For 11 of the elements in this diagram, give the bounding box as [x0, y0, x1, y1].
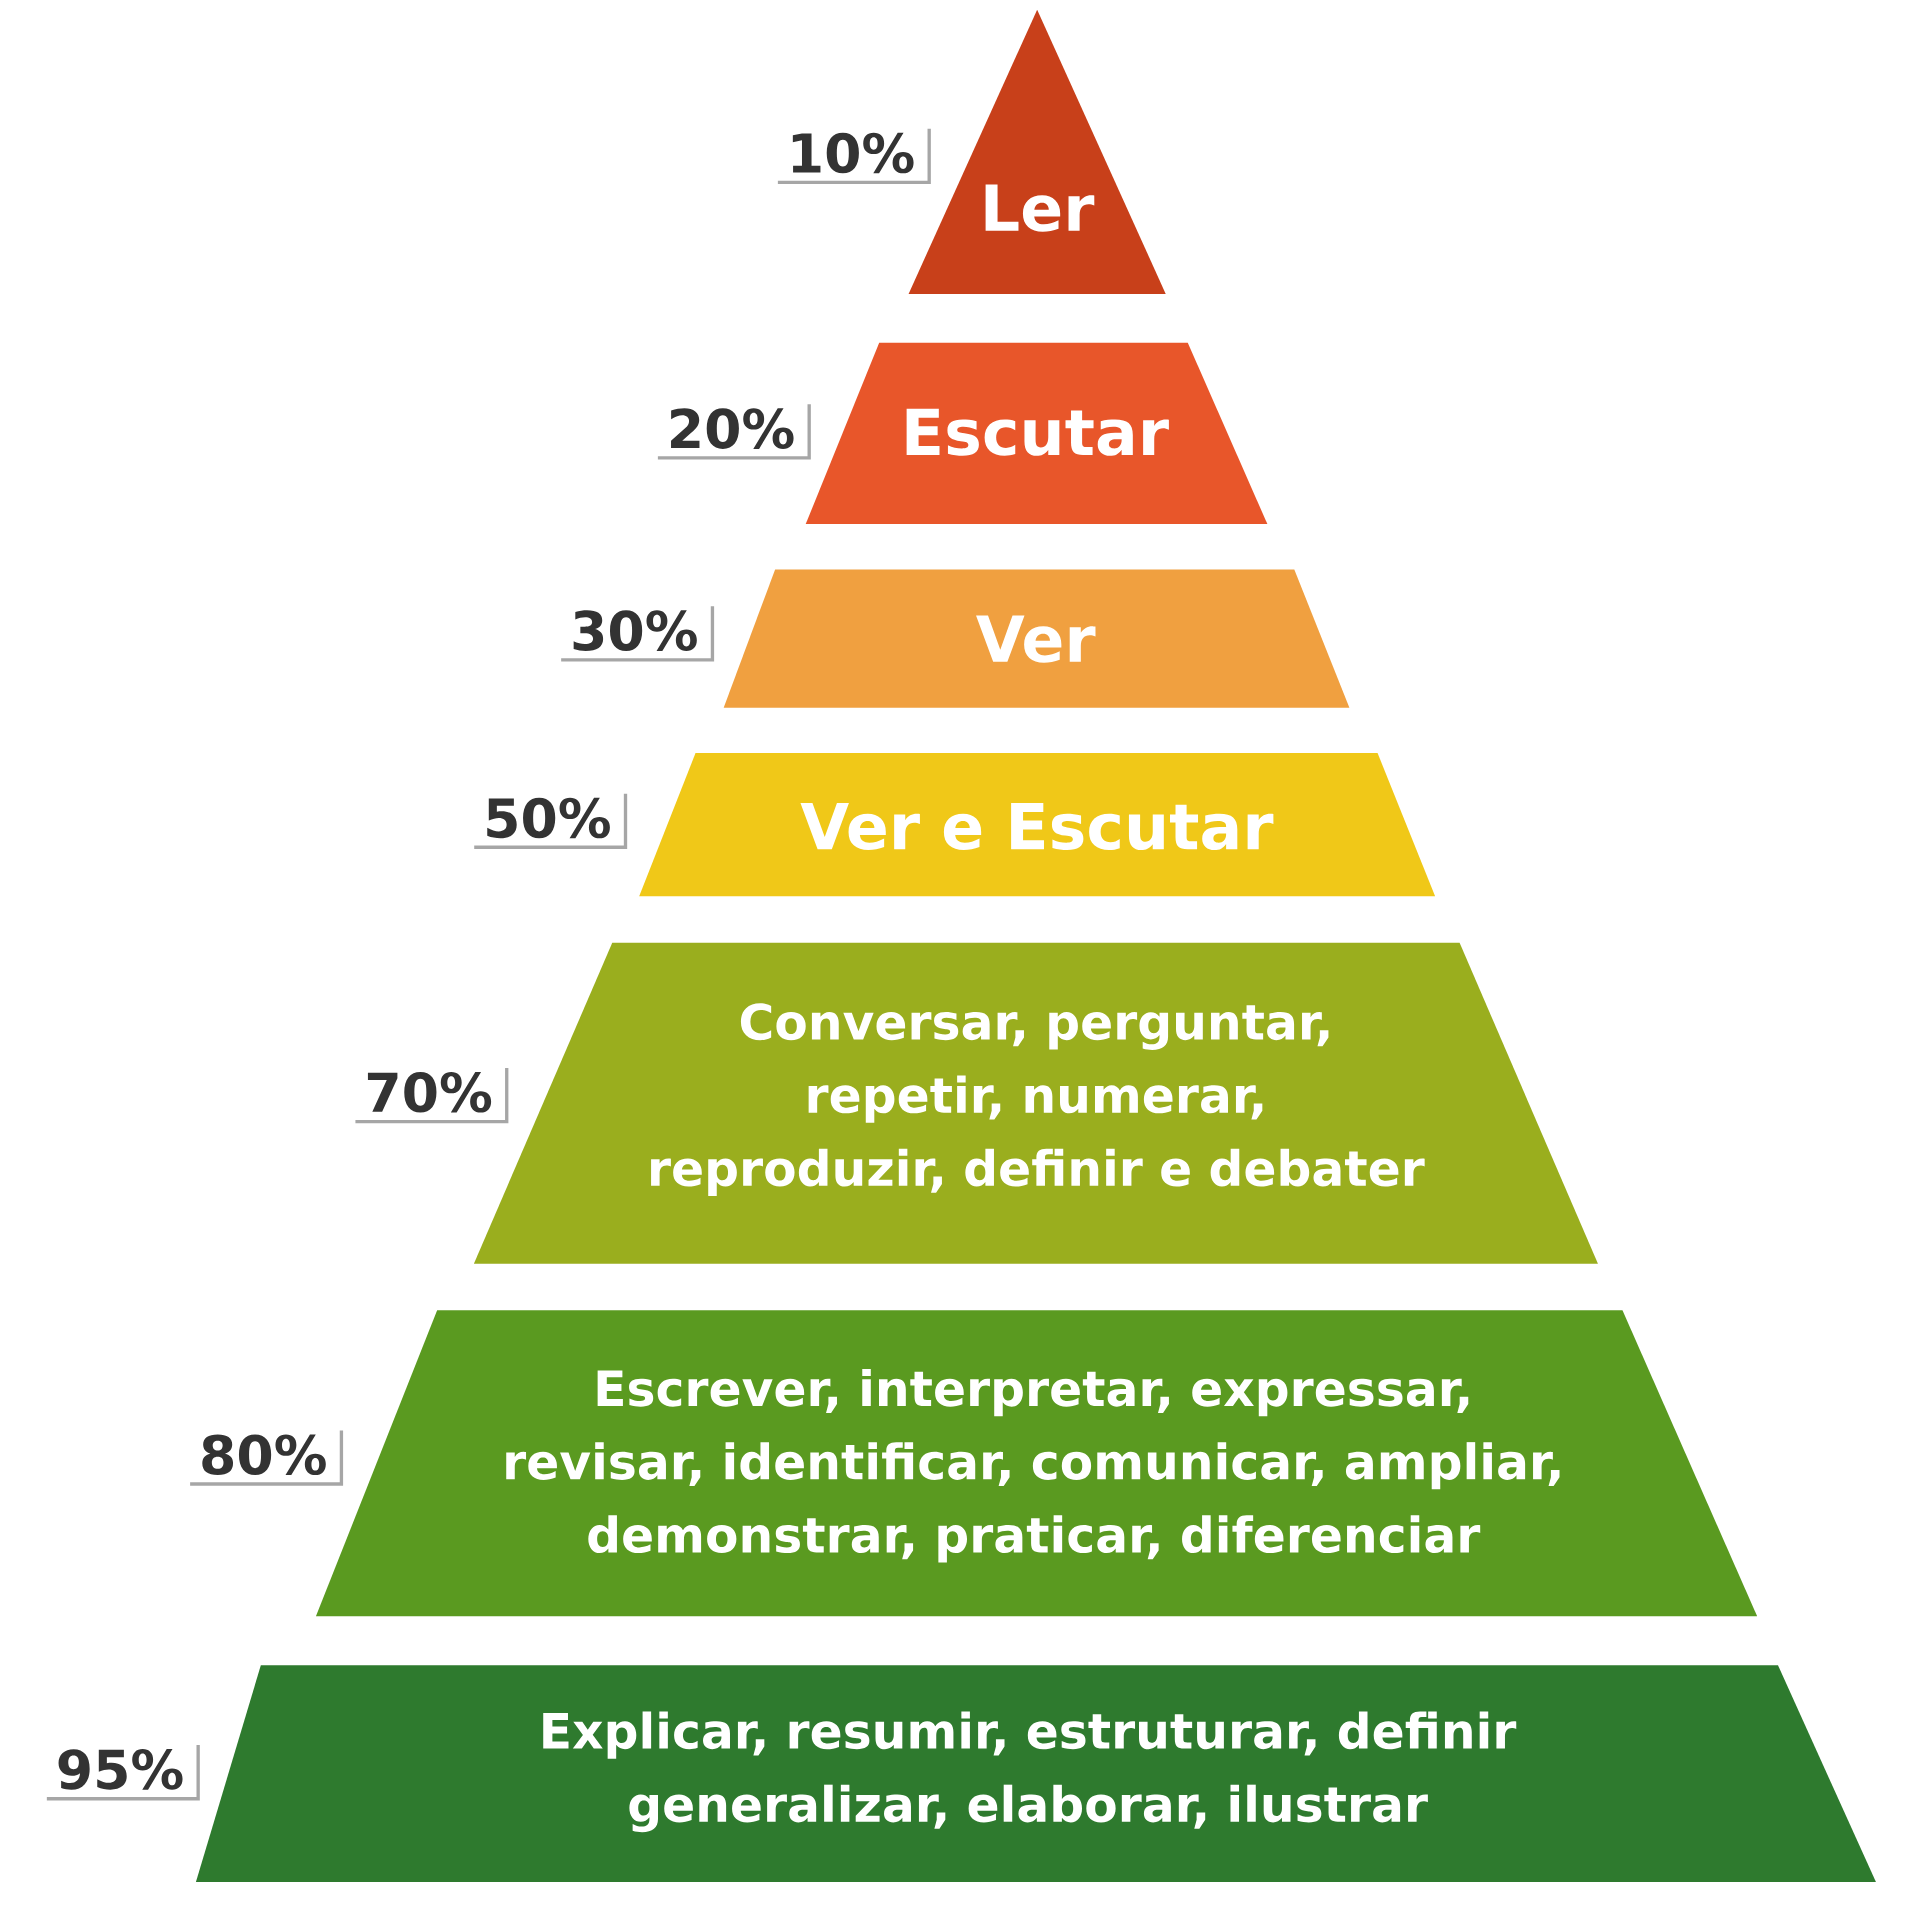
percentage-label: 70% — [352, 1064, 509, 1124]
pyramid-level: Explicar, resumir, estruturar, definir generalizar, elaborar, ilustrar — [195, 1665, 1876, 1883]
pyramid-level: Escutar — [805, 342, 1268, 525]
percentage-label: 10% — [774, 125, 931, 185]
percentage-label: 95% — [43, 1741, 200, 1801]
percentage-label: 20% — [654, 400, 811, 460]
pyramid-level: Ver e Escutar — [639, 753, 1436, 897]
percentage-label: 30% — [557, 603, 715, 662]
pyramid-level: Ver — [723, 569, 1350, 708]
percentage-label: 50% — [470, 790, 628, 849]
percentage-label: 80% — [186, 1427, 344, 1486]
